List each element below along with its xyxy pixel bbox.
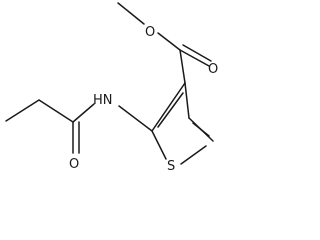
bond-ch2-ch3 [5,99,40,122]
bond-c3-c4 [184,82,190,119]
atom-label-ring-s: S [167,159,175,174]
structure-diagram: O O HN O S [5,2,218,174]
atom-label-amide-n: HN [93,93,113,108]
bond-c4-c5-inner [192,122,210,137]
atom-label-amide-o: O [69,157,79,172]
atom-label-ester-o: O [145,25,155,40]
molecule-drawing: O O HN O S [5,2,218,174]
bond-c5-s [180,145,207,165]
bond-c2-c3 [151,82,186,132]
bond-amide-c-ch2 [38,99,74,123]
bond-ester-c-o-double-b [182,44,212,62]
bond-c2-n [118,105,153,132]
atom-label-ester-carbonyl-o: O [208,62,218,77]
bond-ester-c-o-single [157,32,181,51]
bond-s-c2 [151,130,167,160]
bond-ester-c-o-double-a [179,49,210,67]
bond-n-amide-c [72,103,95,123]
bond-c3-ester-c [179,49,186,84]
bond-o-methyl [117,2,145,25]
bond-c2-c3-inner [157,92,184,128]
